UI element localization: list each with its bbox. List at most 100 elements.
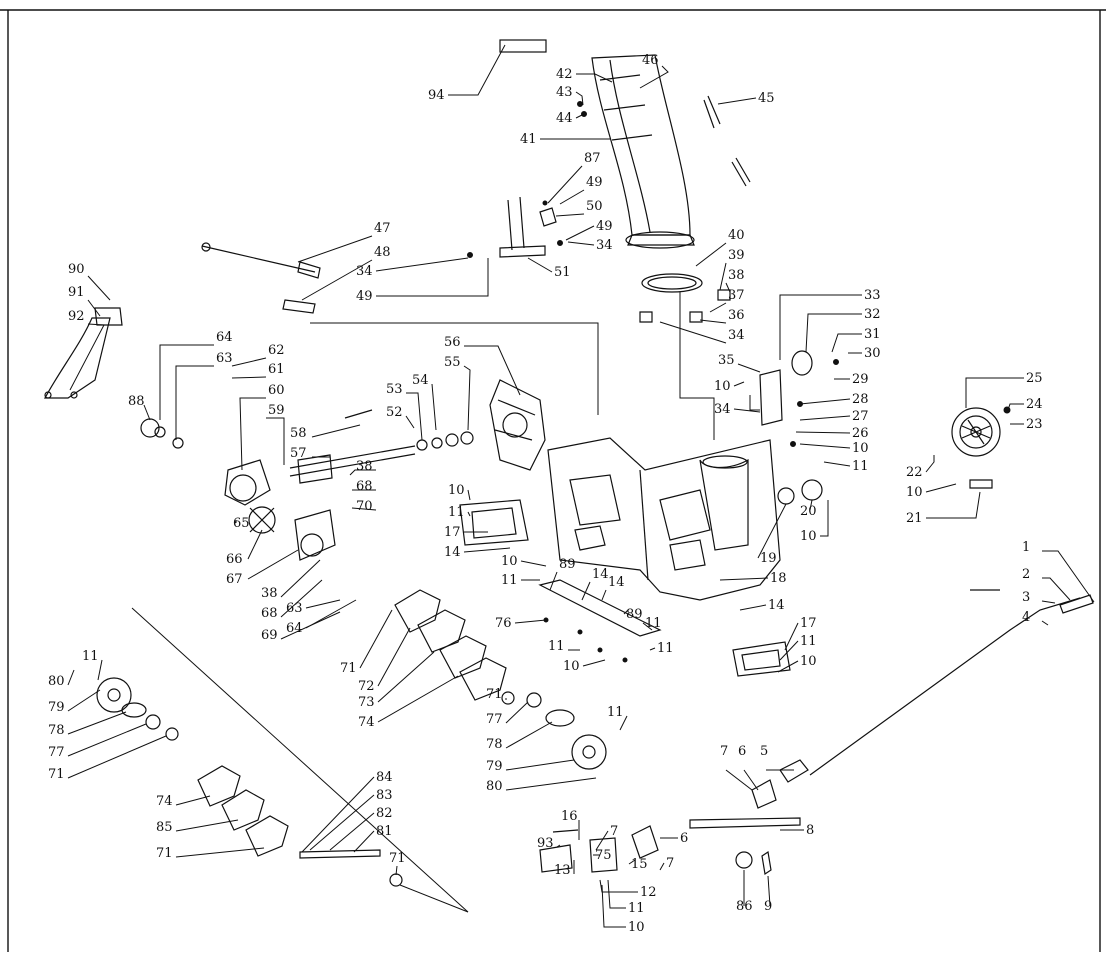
callout-78: 78 — [48, 723, 65, 738]
callout-82: 82 — [376, 806, 393, 821]
callout-leader-76 — [514, 619, 547, 624]
callout-11: 11 — [657, 641, 674, 656]
callout-71: 71 — [340, 661, 357, 676]
spring-13 — [539, 844, 573, 873]
callout-leader-7 — [595, 830, 609, 851]
callout-10: 10 — [448, 483, 465, 498]
callout-leader-62 — [231, 357, 267, 367]
callout-14: 14 — [444, 545, 461, 560]
callout-leader-58 — [311, 424, 361, 438]
callout-26: 26 — [852, 426, 869, 441]
callout-15: 15 — [631, 857, 648, 872]
callout-87: 87 — [584, 151, 601, 166]
auger-housing — [547, 437, 781, 601]
chute-ring — [639, 273, 731, 323]
callout-7: 7 — [720, 744, 728, 759]
callout-leader-22 — [925, 455, 935, 473]
callout-12: 12 — [640, 885, 657, 900]
callout-leader-38 — [349, 469, 376, 476]
callout-47: 47 — [374, 221, 391, 236]
callout-leader-32 — [805, 313, 862, 353]
callout-leader-20 — [809, 499, 813, 511]
callout-66: 66 — [226, 552, 243, 567]
callout-40: 40 — [728, 228, 745, 243]
callout-leader-10 — [520, 560, 547, 567]
pulley-25 — [951, 407, 1001, 457]
washer-86 — [735, 851, 753, 869]
callout-89: 89 — [626, 607, 643, 622]
callout-leader-72 — [377, 627, 411, 687]
callout-leader-64 — [305, 599, 357, 629]
callout-86: 86 — [736, 899, 753, 914]
callout-76: 76 — [495, 616, 512, 631]
callout-11: 11 — [800, 634, 817, 649]
callout-78: 78 — [486, 737, 503, 752]
callout-51: 51 — [554, 265, 571, 280]
callout-leader-53 — [406, 392, 423, 441]
linkage-parts — [539, 759, 809, 876]
callout-10: 10 — [852, 441, 869, 456]
callout-leader-63 — [305, 599, 341, 609]
callout-leader-10 — [733, 381, 745, 387]
callout-leader-80 — [505, 777, 597, 791]
callout-64: 64 — [216, 330, 233, 345]
callout-leader-78 — [67, 711, 127, 735]
callout-leader-59 — [266, 417, 285, 465]
callout-36: 36 — [728, 308, 745, 323]
callout-59: 59 — [268, 403, 285, 418]
callout-leader-7 — [725, 769, 753, 791]
callout-75: 75 — [595, 848, 612, 863]
pulley-20 — [801, 479, 823, 501]
callout-10: 10 — [628, 920, 645, 935]
callout-leader-34 — [733, 408, 761, 413]
callout-leader-49 — [565, 225, 595, 241]
spring-lower — [731, 157, 751, 187]
auger-right — [394, 589, 607, 770]
callout-74: 74 — [156, 794, 173, 809]
callout-leader-10 — [820, 500, 829, 537]
spring-45 — [703, 95, 721, 129]
callout-leader-10 — [925, 483, 957, 493]
skid-bracket — [43, 307, 123, 399]
callout-leader-74 — [175, 795, 211, 806]
callout-leader-31 — [831, 333, 862, 353]
callout-leader-48 — [301, 259, 373, 301]
callout-leader-11 — [779, 640, 799, 661]
callout-leader-17 — [784, 622, 799, 651]
callout-leader-82 — [329, 812, 375, 851]
callout-71: 71 — [486, 687, 503, 702]
callout-leader-49 — [376, 258, 489, 297]
callout-leader-79 — [505, 759, 575, 771]
callout-90: 90 — [68, 262, 85, 277]
callout-24: 24 — [1026, 397, 1043, 412]
callout-leader-15 — [628, 859, 636, 865]
callout-93: 93 — [537, 836, 554, 851]
drive-pulley-group — [759, 350, 1011, 505]
callout-58: 58 — [290, 426, 307, 441]
callout-leader-68 — [280, 579, 323, 618]
callout-leader-54 — [431, 383, 437, 431]
callout-20: 20 — [800, 504, 817, 519]
rod-8 — [689, 817, 801, 829]
callout-leader-70 — [351, 507, 377, 511]
skid-shoes — [459, 499, 791, 677]
control-rod — [809, 589, 1094, 776]
callout-leader-14 — [463, 547, 511, 553]
callout-leader-81 — [353, 830, 375, 853]
callout-leader-77 — [505, 701, 529, 724]
callout-50: 50 — [586, 199, 603, 214]
callout-leader-91 — [87, 299, 101, 317]
callout-52: 52 — [386, 405, 403, 420]
callout-leader-44 — [575, 113, 585, 119]
callout-leader-11 — [467, 511, 471, 517]
callout-57: 57 — [290, 446, 307, 461]
callout-leader-10 — [799, 443, 851, 449]
callout-14: 14 — [608, 575, 625, 590]
callout-7: 7 — [666, 856, 674, 871]
callout-11: 11 — [607, 705, 624, 720]
callout-leader-35 — [737, 363, 761, 373]
callout-18: 18 — [770, 571, 787, 586]
callout-49: 49 — [356, 289, 373, 304]
callout-71: 71 — [389, 851, 406, 866]
callout-29: 29 — [852, 372, 869, 387]
